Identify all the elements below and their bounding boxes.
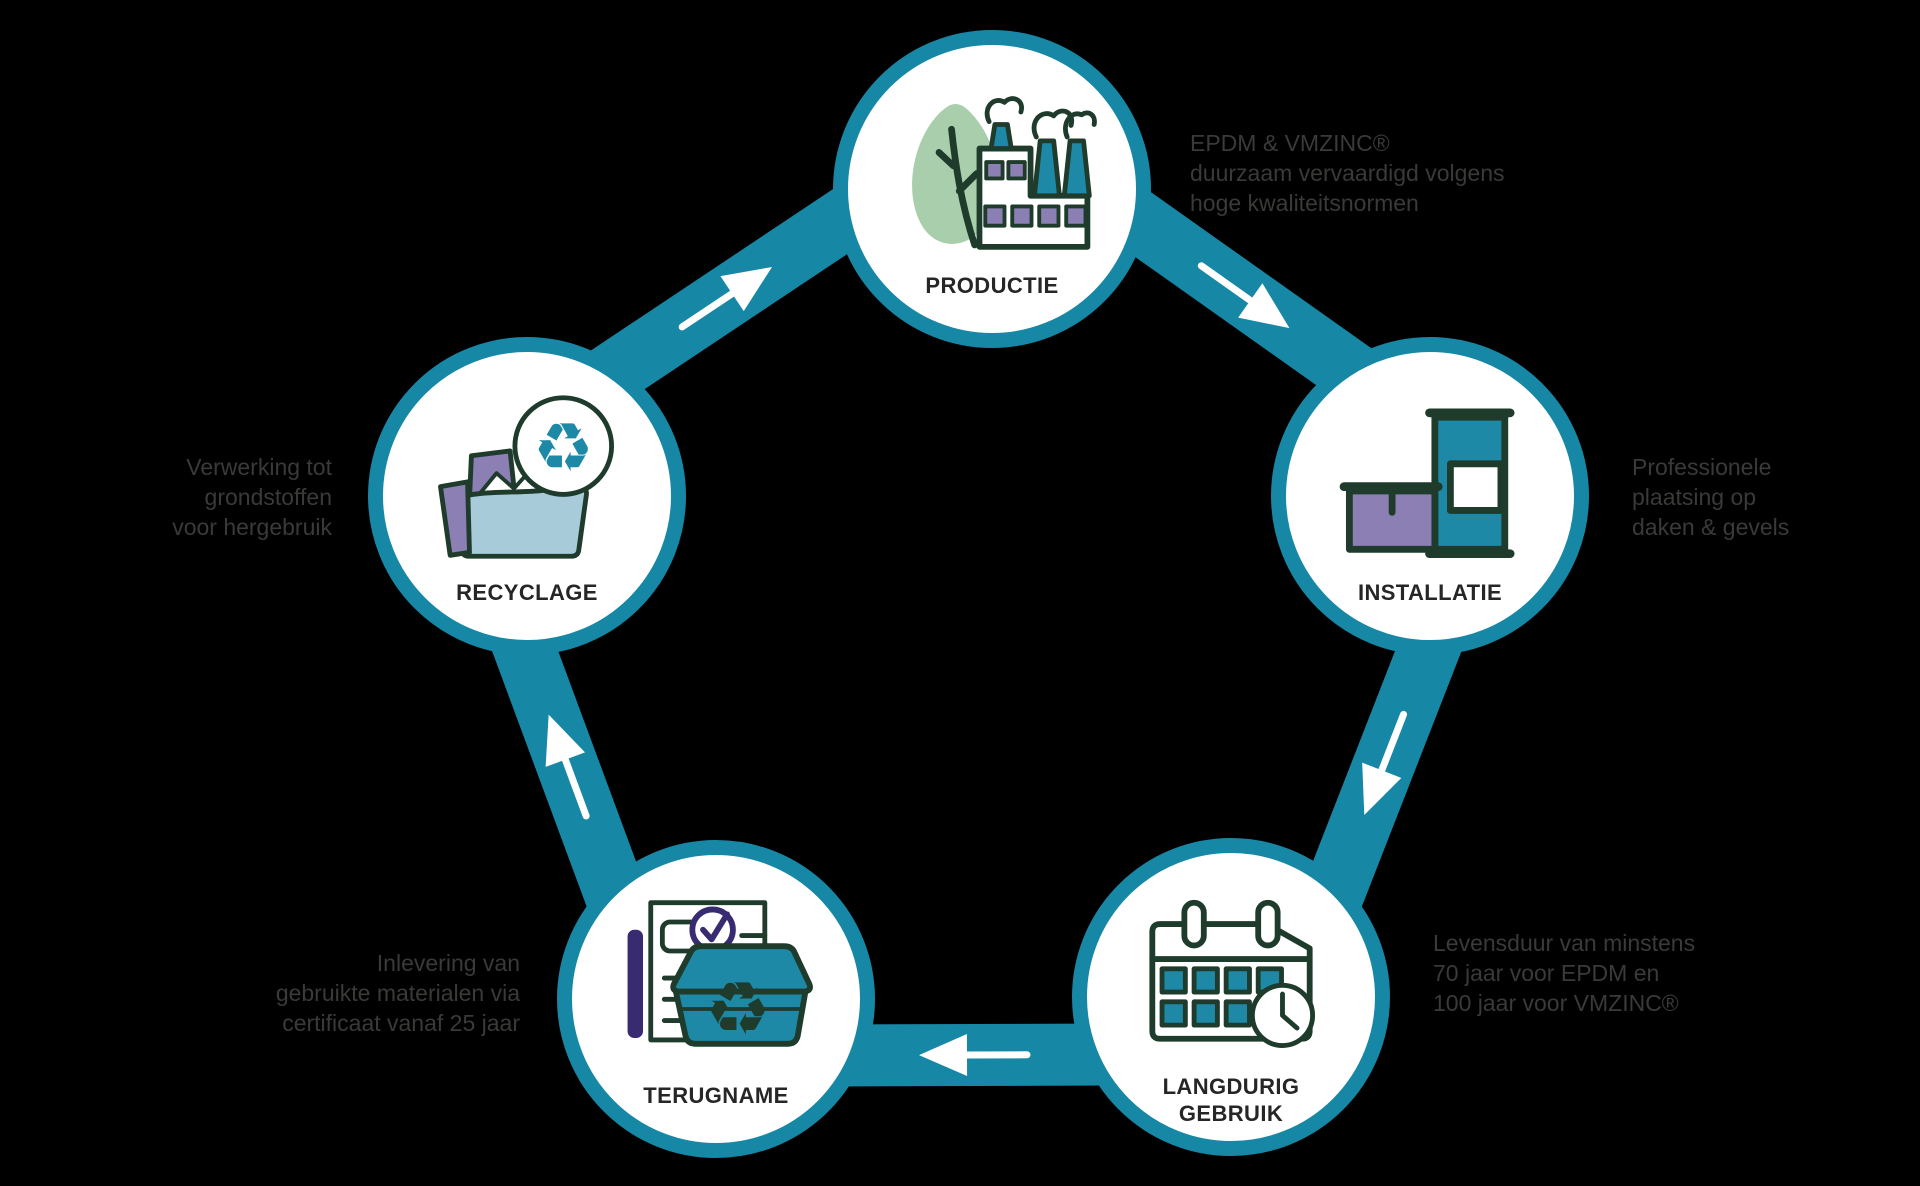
certificate-return-container-icon: ♻ (627, 900, 813, 1052)
recycling-skip-icon: ♻ (438, 395, 614, 559)
flow-arrow-icon (545, 714, 590, 820)
flow-arrow-icon (1197, 262, 1290, 329)
node-label-langdurig-gebruik: LANGDURIG GEBRUIK (1162, 1074, 1300, 1126)
svg-text:♻: ♻ (533, 408, 594, 487)
annotation-terugname: Inlevering van gebruikte materialen via … (275, 950, 520, 1036)
flow-band-productie-installatie (976, 93, 1515, 501)
node-label-installatie: INSTALLATIE (1357, 580, 1503, 605)
node-label-recyclage: RECYCLAGE (456, 580, 598, 605)
factory-leaf-icon (912, 96, 1097, 250)
flow-band-installatie-langdurig (1241, 463, 1526, 1066)
svg-text:♻: ♻ (705, 967, 771, 1052)
node-label-terugname: TERUGNAME (643, 1083, 789, 1108)
node-langdurig-gebruik: LANGDURIG GEBRUIK (1072, 838, 1390, 1156)
node-label-productie: PRODUCTIE (925, 273, 1059, 298)
node-productie: PRODUCTIE (833, 30, 1151, 348)
node-installatie: INSTALLATIE (1271, 337, 1589, 655)
annotation-installatie: Professionele plaatsing op daken & gevel… (1632, 454, 1790, 540)
flow-band-recyclage-productie (442, 93, 1012, 501)
annotation-recyclage: Verwerking tot grondstoffen voor hergebr… (172, 454, 332, 540)
flow-arrow-icon (919, 1034, 1031, 1077)
flow-band-langdurig-terugname (674, 1023, 1272, 1087)
annotation-productie: EPDM & VMZINC® duurzaam vervaardigd volg… (1190, 130, 1505, 216)
node-recyclage: ♻ RECYCLAGE (368, 337, 686, 655)
flow-arrow-icon (678, 266, 773, 331)
calendar-clock-icon (1149, 899, 1316, 1048)
flow-arrow-icon (1362, 710, 1408, 816)
flow-band-terugname-recyclage (430, 463, 705, 1067)
buildings-icon (1339, 408, 1515, 559)
annotation-langdurig-gebruik: Levensduur van minstens 70 jaar voor EPD… (1433, 930, 1696, 1016)
node-terugname: ♻ TERUGNAME (557, 840, 875, 1158)
